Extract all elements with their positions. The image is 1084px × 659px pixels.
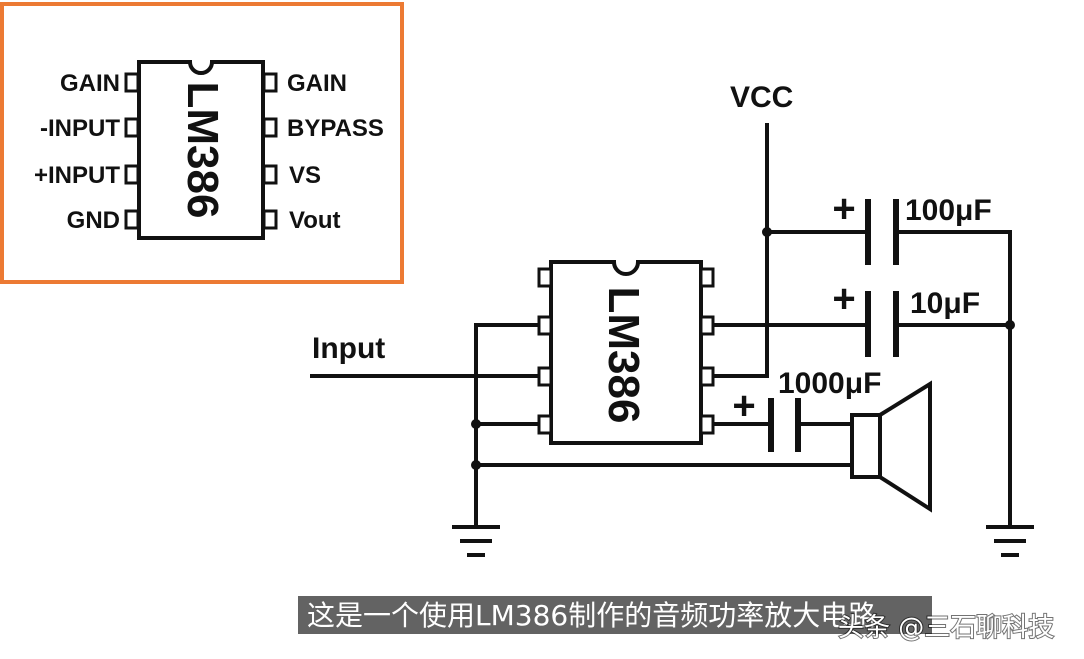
junction-dot-icon: [471, 419, 481, 429]
capacitor-polarity-mark: +: [832, 187, 855, 231]
pinout-pin-6: [262, 164, 278, 185]
chip-pin-1: [537, 267, 553, 288]
capacitor-polarity-mark: +: [832, 277, 855, 321]
speaker-cone: [878, 380, 932, 513]
amplifier-chip-label: LM386: [599, 287, 648, 424]
capacitor-100uf: + 100μF: [832, 187, 992, 265]
chip-pin-8: [699, 267, 715, 288]
junction-dot-icon: [471, 460, 481, 470]
pinout-right-label-1: GAIN: [287, 70, 347, 97]
pinout-left-label-4: GND: [67, 207, 120, 234]
junction-dot-icon: [762, 227, 772, 237]
schematic: LM386 + 100μF + 10μF + 1000μF: [310, 81, 1034, 557]
wire-100uf-to-ground-bus: [894, 230, 1012, 529]
pinout-pin-1: [124, 72, 140, 93]
ground-icon: [986, 525, 1034, 557]
speaker-icon: [850, 380, 932, 513]
pinout-pin-8: [262, 72, 278, 93]
chip-pin-2: [537, 315, 553, 336]
pinout-chip-body: [137, 60, 265, 240]
input-label: Input: [312, 332, 385, 365]
pinout-right-label-3: VS: [289, 162, 321, 189]
subtitle-box: [298, 596, 932, 634]
pinout-pin-2: [124, 117, 140, 138]
pinout-chip: LM386: [124, 60, 278, 240]
pinout-right-label-2: BYPASS: [287, 115, 384, 142]
pinout-left-label-2: -INPUT: [40, 115, 120, 142]
chip-pin-3: [537, 366, 553, 387]
pinout-pin-3: [124, 164, 140, 185]
capacitor-1000uf: + 1000μF: [732, 367, 881, 452]
pinout-pin-5: [262, 209, 278, 230]
pinout-right-label-4: Vout: [289, 207, 341, 234]
pinout-pin-4: [124, 209, 140, 230]
subtitle-text: 这是一个使用LM386制作的音频功率放大电路: [307, 599, 876, 632]
pinout-pin-7: [262, 117, 278, 138]
speaker-magnet: [850, 413, 882, 479]
chip-pin-6: [699, 366, 715, 387]
amplifier-chip: LM386: [537, 260, 715, 445]
vcc-label: VCC: [730, 81, 793, 114]
ground-icon: [452, 525, 500, 557]
pinout-left-label-1: GAIN: [60, 70, 120, 97]
pinout-chip-label: LM386: [178, 82, 227, 219]
amplifier-chip-body: [549, 260, 703, 445]
capacitor-value-label: 10μF: [910, 287, 980, 320]
junction-dot-icon: [1005, 320, 1015, 330]
caption-overlay: 这是一个使用LM386制作的音频功率放大电路 头条 @三石聊科技: [298, 596, 1055, 644]
capacitor-10uf: + 10μF: [832, 277, 980, 357]
inset-frame: [0, 2, 404, 284]
chip-pin-7: [699, 315, 715, 336]
capacitor-value-label: 1000μF: [778, 367, 881, 400]
pinout-inset: LM386 GAIN -INPUT +INPUT GND GAIN BYPASS…: [0, 2, 404, 284]
capacitor-value-label: 100μF: [905, 194, 992, 227]
watermark: 头条 @三石聊科技: [838, 613, 1054, 643]
capacitor-polarity-mark: +: [732, 384, 755, 428]
chip-pin-4: [537, 414, 553, 435]
pinout-left-label-3: +INPUT: [34, 162, 120, 189]
chip-pin-5: [699, 414, 715, 435]
